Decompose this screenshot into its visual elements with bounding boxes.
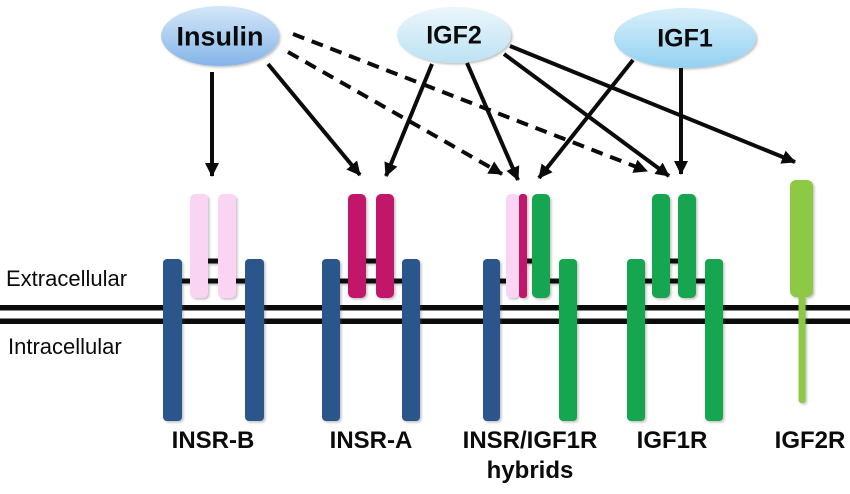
receptor-insr-a-label: INSR-A	[329, 427, 413, 454]
receptor-insr-b-label: INSR-B	[171, 427, 255, 454]
hybrid-alpha-beta-bond-right	[546, 278, 563, 284]
receptor-insr-b	[163, 194, 264, 421]
igf1r-beta-subunit-right	[705, 259, 723, 421]
hybrid-insr-alpha-subunit-magenta	[519, 194, 527, 298]
arrow-igf2-to-insr-a	[384, 63, 434, 177]
igf1r-alpha-disulfide-bond	[664, 258, 684, 264]
insr-b-alpha-subunit-right	[218, 194, 236, 298]
hybrid-insr-alpha-subunit-pink	[506, 194, 519, 298]
ligand-igf1-ellipse	[614, 8, 756, 68]
insr-a-alpha-beta-bonds	[330, 278, 412, 284]
arrow-insulin-to-hybrids-dashed	[287, 50, 503, 176]
igf1r-alpha-beta-bonds	[635, 278, 713, 284]
hybrid-igf1r-beta-subunit	[559, 259, 577, 421]
insr-b-alpha-beta-bonds	[172, 278, 254, 284]
arrow-insulin-to-insr-a	[266, 62, 362, 177]
hybrid-insr-beta-subunit	[483, 259, 500, 421]
ligand-insulin-label: Insulin	[176, 21, 264, 52]
receptor-igf2r-label: IGF2R	[774, 427, 846, 454]
ligand-igf2-label: IGF2	[426, 21, 482, 50]
igf1r-alpha-subunit-right	[678, 194, 696, 298]
arrow-igf2-to-hybrids	[465, 62, 520, 181]
ligand-insulin-ellipse	[161, 6, 279, 66]
igf1r-alpha-subunit-left	[652, 194, 670, 298]
hybrid-alpha-disulfide-bond	[522, 258, 536, 264]
receptor-igf1r	[627, 194, 723, 421]
membrane-outer-leaflet	[0, 305, 850, 311]
receptor-hybrid	[483, 194, 577, 421]
insr-a-beta-subunit-left	[322, 259, 340, 421]
insr-a-alpha-disulfide-bond	[356, 258, 386, 264]
membrane-inner-leaflet	[0, 318, 850, 324]
intracellular-label: Intracellular	[8, 334, 122, 359]
ligand-shapes	[161, 6, 756, 68]
extracellular-label: Extracellular	[6, 266, 128, 291]
arrow-igf2-to-igf2r	[509, 44, 796, 164]
receptor-hybrids-label-line1: INSR/IGF1R	[462, 427, 598, 454]
insr-a-alpha-subunit-right	[376, 194, 394, 298]
hybrid-alpha-beta-bond-left	[494, 278, 510, 284]
insr-b-beta-subunit-left	[163, 259, 182, 421]
ligand-igf2-ellipse	[397, 7, 511, 63]
arrow-insulin-to-igf1r-dashed	[292, 32, 648, 173]
igf2r-transmembrane-tail	[798, 290, 806, 403]
receptor-igf2r	[790, 180, 813, 403]
insr-b-alpha-disulfide-bond	[198, 258, 228, 264]
igf1r-beta-subunit-left	[627, 259, 645, 421]
receptor-insr-a	[322, 194, 420, 421]
receptor-hybrids-label-line2: hybrids	[486, 457, 574, 484]
insr-a-beta-subunit-right	[402, 259, 420, 421]
ligand-igf1-label: IGF1	[657, 24, 713, 53]
arrow-igf2-to-igf1r	[502, 52, 671, 178]
insr-a-alpha-subunit-left	[348, 194, 366, 298]
receptor-igf1r-label: IGF1R	[636, 427, 708, 454]
igf2r-extracellular-domain	[790, 180, 813, 297]
hybrid-igf1r-alpha-subunit	[532, 194, 550, 298]
insr-b-alpha-subunit-left	[190, 194, 208, 298]
insr-b-beta-subunit-right	[245, 259, 264, 421]
arrow-igf1-to-hybrids	[537, 58, 635, 180]
plasma-membrane	[0, 305, 850, 324]
